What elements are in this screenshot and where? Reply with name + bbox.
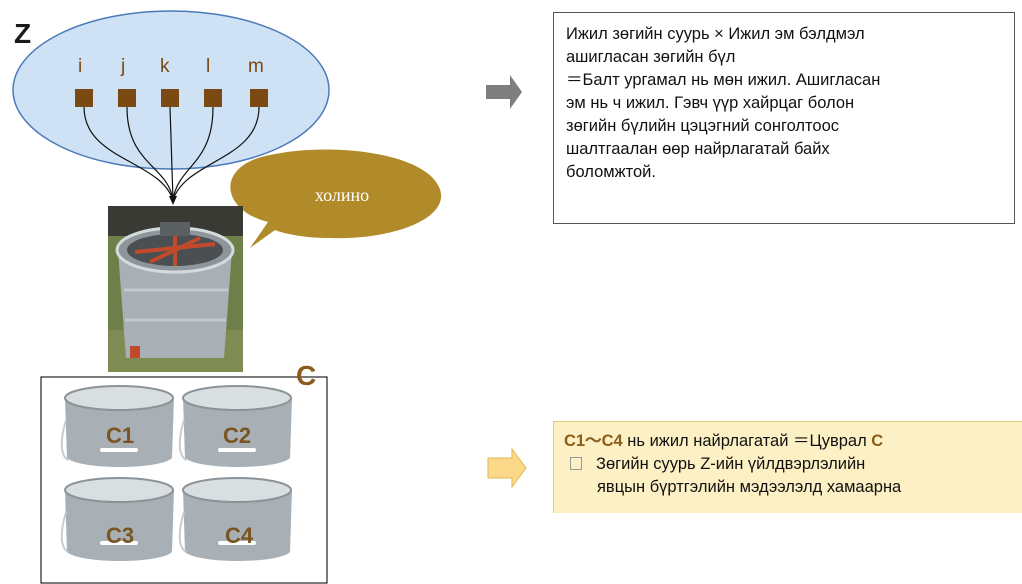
callout-line-1: C1～C4 нь ижил найрлагатай ＝Цуврал C — [564, 430, 1012, 453]
converging-lines — [83, 106, 260, 201]
note-line: ашигласан зөгийн бүл — [566, 48, 736, 66]
checkbox-bullet-icon — [570, 457, 582, 470]
bucket-label-c1: C1 — [106, 423, 135, 448]
convergence-arrowhead — [169, 196, 177, 205]
z-square-j — [118, 89, 136, 107]
bucket-c4 — [178, 477, 292, 561]
bucket-c2 — [178, 385, 292, 467]
gray-arrow-icon — [486, 75, 522, 109]
callout-series-letter: C — [871, 432, 884, 450]
honey-extractor-photo — [108, 206, 243, 372]
note-line: Ижил зөгийн суурь × Ижил эм бэлдмэл — [566, 25, 865, 43]
z-label-l: l — [206, 56, 211, 77]
note-line: боломжтой. — [566, 163, 656, 181]
z-label-k: k — [160, 56, 170, 77]
z-square-l — [204, 89, 222, 107]
series-callout: C1～C4 нь ижил найрлагатай ＝Цуврал C Зөги… — [553, 421, 1022, 513]
callout-line-2-text: Зөгийн суурь Z-ийн үйлдвэрлэлийн — [596, 455, 866, 473]
bucket-label-c2: C2 — [223, 423, 252, 448]
z-square-m — [250, 89, 268, 107]
note-line: ＝Балт ургамал нь мөн ижил. Ашигласан — [566, 71, 881, 89]
bucket-c3 — [60, 477, 174, 561]
z-label-j: j — [121, 56, 126, 77]
callout-range: C1～C4 — [564, 432, 623, 450]
note-line: эм нь ч ижил. Гэвч үүр хайрцаг болон — [566, 94, 855, 112]
callout-line-3: явцын бүртгэлийн мэдээлэлд хамаарна — [597, 478, 902, 496]
bucket-label-c4: C4 — [225, 523, 254, 548]
speech-bubble — [230, 149, 442, 248]
z-square-i — [75, 89, 93, 107]
bucket-c1 — [60, 385, 174, 467]
group-z-title: Z — [14, 18, 32, 49]
callout-middle: нь ижил найрлагатай ＝Цуврал — [622, 432, 872, 450]
bucket-label-c3: C3 — [106, 523, 135, 548]
z-square-k — [161, 89, 179, 107]
z-label-m: m — [248, 56, 264, 77]
callout-line-2: Зөгийн суурь Z-ийн үйлдвэрлэлийн — [564, 453, 1012, 476]
group-c-title: C — [296, 360, 317, 391]
note-line: зөгийн бүлийн цэцэгний сонголтоос — [566, 117, 840, 135]
bubble-text: холино — [314, 185, 370, 205]
z-label-i: i — [78, 56, 83, 77]
yellow-arrow-icon — [487, 447, 527, 489]
note-line: шалтгаалан өөр найрлагатай байх — [566, 140, 830, 158]
explanation-note: Ижил зөгийн суурь × Ижил эм бэлдмэл ашиг… — [553, 12, 1015, 224]
